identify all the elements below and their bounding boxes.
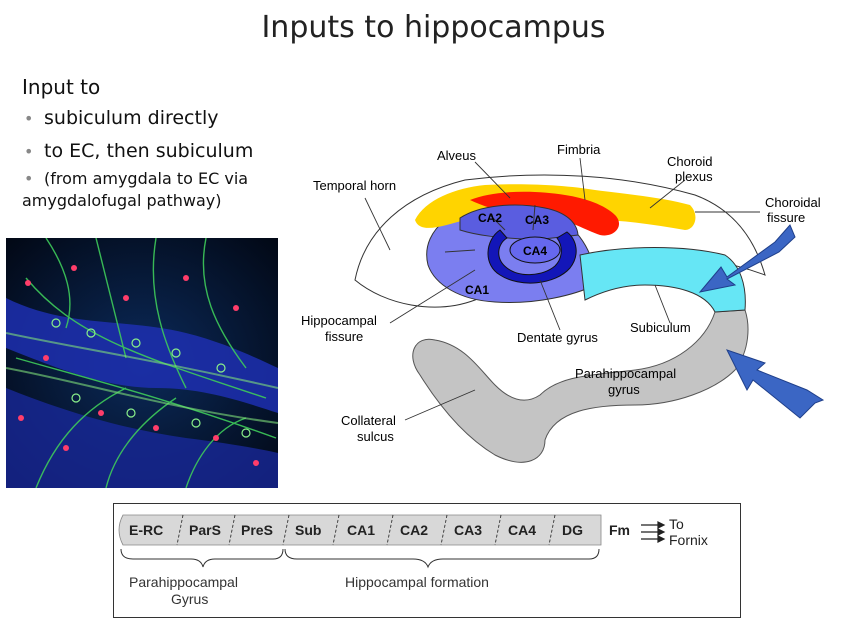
bullet-icon: • (24, 169, 34, 188)
label-alveus: Alveus (437, 148, 477, 163)
input-arrow-ec (726, 349, 825, 419)
subiculum-region (579, 247, 746, 313)
label-choroid-plexus-2: plexus (675, 169, 713, 184)
bullet-text: (from amygdala to EC via (44, 169, 249, 188)
label-choroid-plexus-1: Choroid (667, 154, 713, 169)
segment-dg: DG (562, 522, 583, 538)
bullet-icon: • (24, 109, 34, 128)
label-choroidal-fissure-2: fissure (767, 210, 805, 225)
label-collateral-sulcus-1: Collateral (341, 413, 396, 428)
label-dentate-gyrus: Dentate gyrus (517, 330, 598, 345)
group-parahippocampal-1: Parahippocampal (129, 574, 238, 590)
segment-pars: ParS (189, 522, 221, 538)
segment-ca1: CA1 (347, 522, 375, 538)
bullet-list: Input to • subiculum directly • to EC, t… (22, 72, 253, 212)
fornix-label: Fornix (669, 532, 708, 548)
bullet-text: subiculum directly (44, 107, 219, 129)
bullet-item-amygdala: • (from amygdala to EC via amygdalofugal… (22, 168, 253, 212)
input-arrow-subiculum (698, 224, 796, 293)
brace-parahippocampal (120, 548, 284, 568)
bullet-icon: • (24, 142, 34, 161)
label-ca2: CA2 (478, 211, 502, 225)
dentate-gyrus-region (487, 229, 577, 284)
bullet-item-subiculum: • subiculum directly (22, 102, 253, 135)
label-hippocampal-fissure-1: Hippocampal (301, 313, 377, 328)
bullet-item-ec: • to EC, then subiculum (22, 135, 253, 168)
segment-pres: PreS (241, 522, 273, 538)
segment-ca2: CA2 (400, 522, 428, 538)
microscopy-image (6, 238, 278, 488)
label-parahippocampal-gyrus-1: Parahippocampal (575, 366, 676, 381)
segment-erc: E-RC (129, 522, 163, 538)
slide-title: Inputs to hippocampus (261, 10, 606, 45)
label-ca4: CA4 (523, 244, 547, 258)
brace-hippocampal (284, 548, 600, 569)
group-hippocampal: Hippocampal formation (345, 574, 489, 590)
segment-sub: Sub (295, 522, 321, 538)
label-fimbria: Fimbria (557, 142, 601, 157)
hippocampus-diagram: Alveus Fimbria Choroid plexus Temporal h… (301, 142, 825, 463)
label-parahippocampal-gyrus-2: gyrus (608, 382, 640, 397)
segment-ca3: CA3 (454, 522, 482, 538)
segment-fm: Fm (609, 522, 630, 538)
label-temporal-horn: Temporal horn (313, 178, 396, 193)
group-parahippocampal-2: Gyrus (171, 591, 208, 607)
hippocampal-sequence-strip: E-RC ParS PreS Sub CA1 CA2 CA3 CA4 DG Fm… (113, 503, 741, 618)
bullet-heading: Input to (22, 75, 101, 99)
to-label: To (669, 516, 684, 532)
sequence-bar (118, 514, 602, 546)
bullet-text-continued: amygdalofugal pathway) (22, 191, 222, 210)
parahippocampal-gyrus (412, 309, 749, 463)
label-choroidal-fissure-1: Choroidal (765, 195, 821, 210)
segment-ca4: CA4 (508, 522, 536, 538)
temporal-horn-outline (354, 174, 766, 308)
label-hippocampal-fissure-2: fissure (325, 329, 363, 344)
label-ca1: CA1 (465, 283, 489, 297)
bullet-text: to EC, then subiculum (44, 140, 254, 162)
label-collateral-sulcus-2: sulcus (357, 429, 394, 444)
label-subiculum: Subiculum (630, 320, 691, 335)
label-ca3: CA3 (525, 213, 549, 227)
ca4-region (509, 236, 561, 264)
